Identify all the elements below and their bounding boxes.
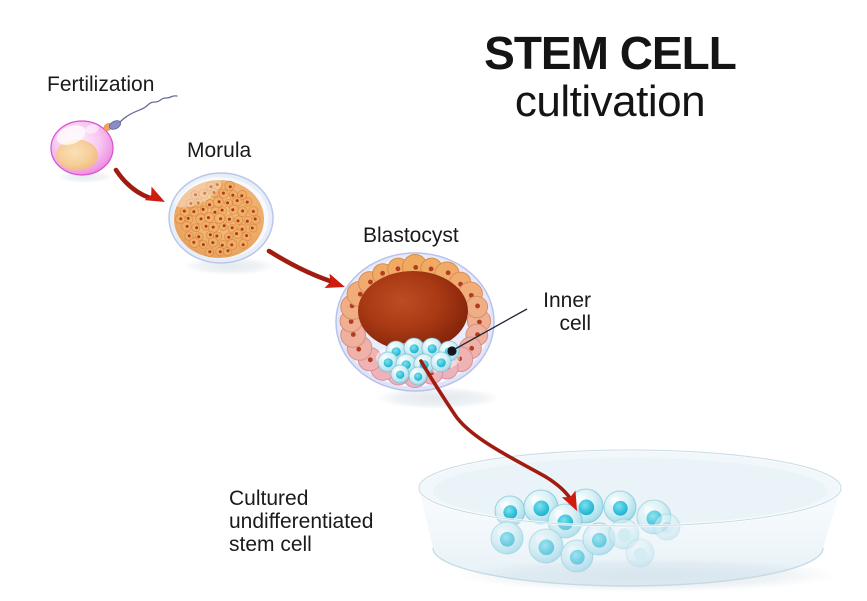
page-title: STEM CELL cultivation [440,28,780,126]
sperm-icon [108,95,178,130]
arrow-morula-to-blastocyst [266,248,345,289]
inner-cell-label: Inner cell [543,289,591,335]
arrow-blastocyst-to-dish [419,359,577,511]
blastocyst-shadow [376,387,500,409]
morula-illustration [168,172,274,264]
fertilization-label: Fertilization [47,73,155,96]
inner-cell-mass [377,337,460,386]
blastocyst-label: Blastocyst [363,224,459,247]
inner-cell-marker-dot [447,346,457,356]
petri-dish-illustration [417,448,843,587]
blastocyst-illustration [335,252,495,392]
fertilized-egg-illustration [50,95,178,176]
egg-shadow [57,171,113,183]
arrow-egg-to-morula [113,167,165,202]
morula-label: Morula [187,139,252,162]
cultured-stem-cell-label: Cultured undifferentiated stem cell [229,487,374,556]
title-line2: cultivation [514,77,706,126]
blastocoel-cavity [358,271,468,351]
inner-cell-leader-line [454,308,528,350]
dish-front-wall [419,488,841,586]
title-line1: STEM CELL [484,27,737,79]
